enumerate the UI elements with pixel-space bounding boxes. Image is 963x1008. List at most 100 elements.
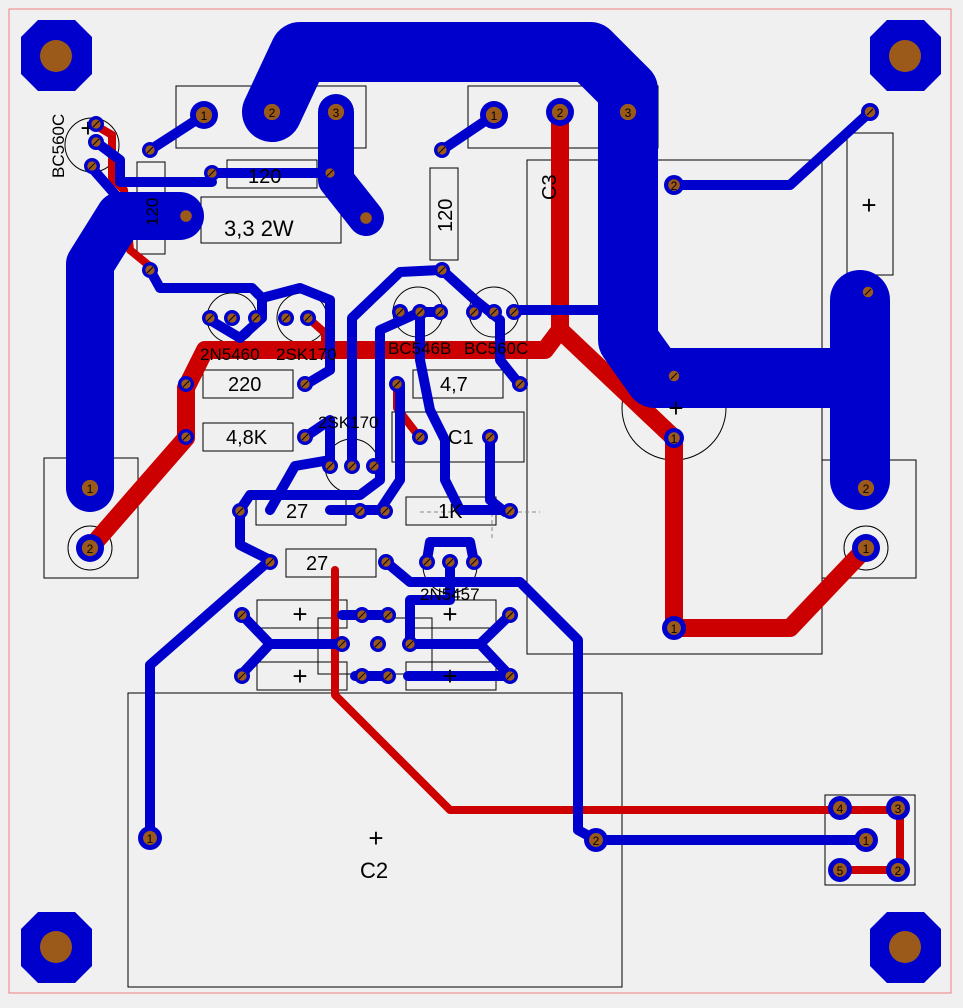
label-2n5457: 2N5457 [420,585,480,604]
pad-mark [236,507,244,515]
pad-mark [506,507,514,515]
pad-hole [81,479,99,497]
label-c2: C2 [360,858,388,883]
pad-hole [485,106,503,124]
pad-hole [833,801,847,815]
pad-mark [206,314,214,322]
pad-hole [360,212,372,224]
pad-mark [301,380,309,388]
pad-number: 2 [895,864,902,878]
plus-sign: + [292,599,307,629]
pad-mark [358,672,366,680]
pad-hole [589,833,603,847]
pad-mark [516,380,524,388]
pad-number: 1 [147,832,154,846]
label-r-27-a: 27 [286,501,308,523]
pad-mark [490,308,498,316]
pad-mark [252,314,260,322]
pad-mark [238,672,246,680]
pad-number: 1 [201,109,208,123]
pad-mark [506,611,514,619]
pad-mark [866,108,874,116]
label-r-27-b: 27 [306,553,328,575]
pad-mark [393,380,401,388]
pad-mark [182,433,190,441]
pad-hole [143,831,157,845]
pad-mark [92,138,100,146]
pad-number: 3 [625,106,632,120]
pad-number: 1 [671,432,678,446]
pad-hole [857,539,875,557]
pad-hole [619,103,637,121]
pad-mark [358,611,366,619]
pad-mark [423,558,431,566]
pad-number: 2 [593,834,600,848]
pad-mark [670,372,678,380]
pad-mark [381,507,389,515]
label-r-4-7-a: 4,7 [440,374,468,396]
mounting-holes [21,20,941,983]
pad-number: 2 [557,106,564,120]
pad-mark [370,462,378,470]
plus-sign: + [861,190,876,220]
pad-mark [348,462,356,470]
pad-mark [92,120,100,128]
pad-hole [81,539,99,557]
pad-mark [301,433,309,441]
label-2sk170-b: 2SK170 [318,413,379,432]
plus-sign: + [368,823,383,853]
pad-number: 3 [333,106,340,120]
pad-mark [384,672,392,680]
label-bc560c-mid: BC560C [464,339,528,358]
pad-number: 4 [837,802,844,816]
pad-number: 5 [837,864,844,878]
pad-hole [180,210,192,222]
label-r-3-3-2w: 3,3 2W [224,216,294,241]
pad-hole [833,863,847,877]
pad-number: 1 [87,482,94,496]
pad-hole [891,801,905,815]
pad-mark [510,308,518,316]
pad-number: 2 [863,482,870,496]
pad-hole [668,432,680,444]
pad-number: 1 [671,622,678,636]
pad-mark [384,611,392,619]
label-c1: C1 [448,427,474,449]
pad-mark [282,314,290,322]
label-2sk170-a: 2SK170 [276,345,337,364]
pad-mark [470,558,478,566]
plus-sign: + [292,661,307,691]
label-c3: C3 [539,174,561,200]
pad-mark [228,314,236,322]
pad-mark [382,558,390,566]
pad-mark [506,672,514,680]
pad-mark [182,380,190,388]
pad-number: 2 [671,179,678,193]
plus-sign: + [668,393,683,423]
pad-mark [146,266,154,274]
pad-mark [356,507,364,515]
pad-number: 1 [863,834,870,848]
label-r-120-v-mid: 120 [435,199,457,232]
pad-mark [326,462,334,470]
pad-mark [436,308,444,316]
pad-hole [668,179,680,191]
label-r-120-h: 120 [248,166,281,188]
label-r-1k: 1K [438,501,463,523]
pad-mark [338,640,346,648]
pad-mark [374,640,382,648]
pad-hole [263,103,281,121]
pad-number: 3 [895,802,902,816]
pad-mark [406,640,414,648]
pad-hole [551,103,569,121]
label-bc546b: BC546B [388,339,451,358]
label-2n5460: 2N5460 [200,345,260,364]
pad-hole [327,103,345,121]
pad-number: 1 [491,109,498,123]
pad-mark [416,308,424,316]
plus-sign: + [442,661,457,691]
pad-mark [470,308,478,316]
pad-number: 2 [269,106,276,120]
